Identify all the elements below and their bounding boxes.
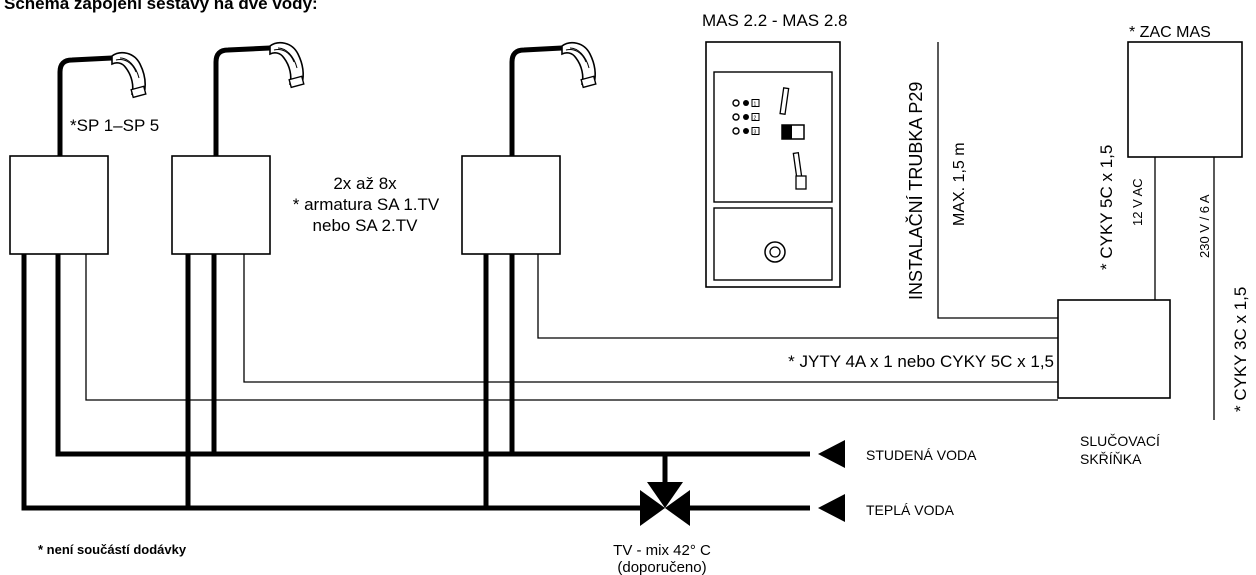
mixing-valve-icon [640, 482, 690, 526]
indicator-label: 1 [754, 102, 757, 108]
faucet-hose [213, 45, 271, 156]
label-sp: *SP 1–SP 5 [70, 116, 159, 135]
label-cyky-5c: * CYKY 5C x 1,5 [1097, 145, 1116, 270]
label-12v: 12 V AC [1130, 178, 1145, 226]
label-zac-mas: * ZAC MAS [1129, 24, 1211, 41]
label-mas: MAS 2.2 - MAS 2.8 [702, 11, 848, 30]
label-230v: 230 V / 6 A [1197, 194, 1212, 258]
label-armatura-alt: nebo SA 2.TV [313, 216, 419, 235]
switch-icon [781, 124, 805, 140]
arrow-left-icon [818, 494, 845, 522]
faucet-hose [509, 45, 563, 156]
label-tv-mix: TV - mix 42° C [613, 542, 711, 559]
label-armatura-count: 2x až 8x [333, 174, 397, 193]
valve-box [171, 155, 271, 255]
faucet-icon [561, 41, 597, 89]
faucet-icon [111, 51, 147, 99]
water-pipes [21, 254, 810, 511]
lock-icon [764, 241, 786, 263]
label-cyky-3c: * CYKY 3C x 1,5 [1231, 287, 1250, 412]
zac-mas-box [1127, 41, 1243, 158]
key-icon [792, 151, 807, 190]
label-recommended: (doporučeno) [617, 559, 706, 575]
indicator-label: 3 [754, 130, 757, 136]
label-instalacni-trubka: INSTALAČNÍ TRUBKA P29 [905, 82, 926, 300]
handle-icon [779, 87, 790, 116]
indicator-lights-icon [732, 99, 760, 135]
label-max-length: MAX. 1,5 m [951, 142, 968, 226]
valve-box [461, 155, 561, 255]
indicator-label: 2 [754, 116, 757, 122]
footnote: * není součástí dodávky [38, 542, 187, 557]
label-cold-water: STUDENÁ VODA [866, 447, 977, 463]
arrow-left-icon [818, 440, 845, 468]
label-hot-water: TEPLÁ VODA [866, 502, 955, 518]
valve-box [9, 155, 109, 255]
faucet-icon [269, 41, 305, 89]
label-skrinka: SKŘÍŇKA [1080, 451, 1142, 467]
merger-box [1057, 299, 1171, 399]
faucet-hose [57, 55, 113, 156]
mas-panel: 1 2 3 [705, 41, 841, 288]
label-jyty: * JYTY 4A x 1 nebo CYKY 5C x 1,5 [788, 352, 1054, 371]
label-armatura-type: * armatura SA 1.TV [293, 195, 440, 214]
diagram-title: Schéma zapojení sestavy na dvě vody: [4, 0, 318, 13]
control-cables [85, 42, 1215, 420]
label-slucovaci: SLUČOVACÍ [1080, 433, 1160, 449]
